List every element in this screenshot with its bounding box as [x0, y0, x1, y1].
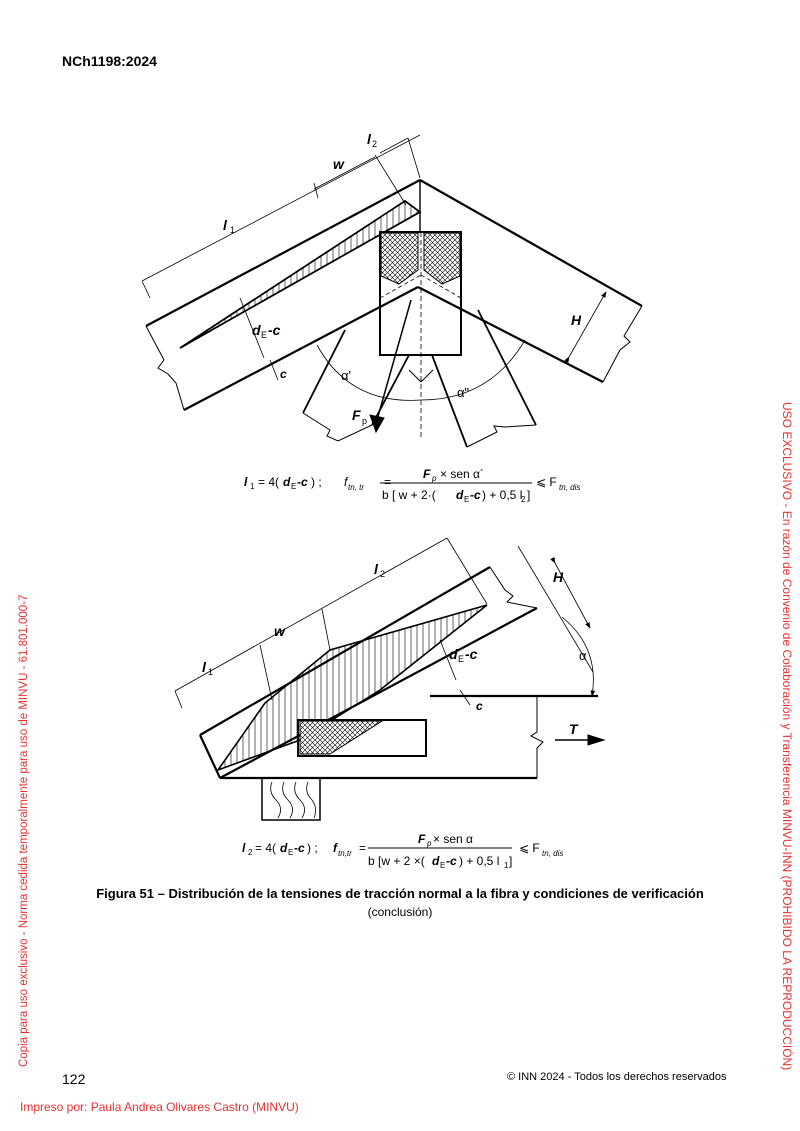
svg-text:α: α: [579, 648, 587, 663]
svg-text:tn, dis: tn, dis: [542, 849, 563, 858]
svg-text:⩽ F: ⩽ F: [536, 475, 557, 489]
svg-text:l: l: [244, 475, 248, 489]
svg-text:-c: -c: [294, 841, 305, 855]
svg-text:d: d: [252, 322, 261, 338]
printed-by-notice: Impreso por: Paula Andrea Olivares Castr…: [20, 1100, 299, 1114]
svg-text:E: E: [261, 330, 267, 340]
svg-text:× sen α: × sen α: [433, 832, 473, 846]
svg-text:F: F: [352, 407, 361, 423]
svg-text:d: d: [280, 841, 288, 855]
svg-text:2: 2: [380, 569, 385, 579]
standard-code-header: NCh1198:2024: [62, 53, 157, 69]
svg-text:2: 2: [248, 848, 253, 857]
svg-text:α": α": [457, 385, 470, 400]
svg-text:H: H: [571, 312, 582, 328]
svg-text:b [ w + 2·(: b [ w + 2·(: [382, 488, 436, 502]
svg-text:l: l: [202, 659, 207, 675]
svg-text:]: ]: [527, 488, 530, 502]
svg-text:F: F: [418, 832, 426, 846]
svg-text:E: E: [440, 861, 445, 870]
bottom-figure-labels: l 1 w l 2 H α d E -c c T: [202, 561, 587, 737]
svg-text:H: H: [553, 569, 564, 585]
svg-text:f: f: [344, 475, 349, 489]
svg-text:α': α': [341, 368, 351, 383]
svg-text:F: F: [423, 467, 431, 481]
svg-text:E: E: [464, 495, 469, 504]
svg-text:E: E: [458, 654, 464, 664]
svg-text:c: c: [280, 367, 287, 381]
svg-text:T: T: [569, 721, 579, 737]
top-formula: l 1 = 4( d E -c ) ; f tn, tr = F p × sen…: [244, 467, 580, 504]
top-figure-labels: l 1 w l 2 H d E -c c α' α" F p: [223, 131, 582, 426]
top-figure-geometry: [141, 134, 643, 448]
svg-text:E: E: [291, 482, 296, 491]
svg-text:tn, tr: tn, tr: [348, 483, 364, 492]
svg-text:= 4(: = 4(: [258, 475, 279, 489]
left-watermark: Copia para uso exclusivo - Norma cedida …: [18, 594, 30, 1067]
svg-text:1: 1: [250, 482, 255, 491]
bottom-figure-geometry: [174, 537, 606, 821]
svg-text:l: l: [242, 841, 246, 855]
svg-text:d: d: [432, 854, 440, 868]
svg-text:2: 2: [372, 139, 377, 149]
svg-text:p: p: [426, 839, 432, 848]
svg-text:p: p: [431, 474, 437, 483]
svg-text:l: l: [374, 561, 379, 577]
svg-text:= 4(: = 4(: [255, 841, 276, 855]
bottom-formula: l 2 = 4( d E -c ) ; f tn,tr = F p × sen …: [242, 832, 563, 870]
svg-text:-c: -c: [268, 322, 281, 338]
svg-text:1: 1: [208, 667, 213, 677]
svg-text:1: 1: [504, 861, 509, 870]
figure-caption-subtitle: (conclusión): [367, 905, 433, 919]
svg-text:d: d: [283, 475, 291, 489]
figure-caption: Figura 51 – Distribución de la tensiones…: [96, 886, 704, 901]
svg-text:=: =: [384, 475, 391, 489]
svg-text:) ;: ) ;: [307, 841, 318, 855]
page-number: 122: [62, 1071, 86, 1087]
svg-text:l: l: [223, 217, 228, 233]
svg-text:-c: -c: [465, 646, 478, 662]
svg-text:]: ]: [509, 854, 512, 868]
svg-text:c: c: [476, 699, 483, 713]
svg-text:w: w: [333, 156, 345, 172]
svg-text:) + 0,5 l: ) + 0,5 l: [482, 488, 522, 502]
svg-text:-c: -c: [470, 488, 481, 502]
right-watermark: USO EXCLUSIVO - En razón de Convenio de …: [780, 402, 794, 1071]
svg-text:=: =: [359, 841, 366, 855]
svg-text:f: f: [333, 841, 338, 855]
svg-text:⩽ F: ⩽ F: [519, 841, 540, 855]
svg-text:1: 1: [230, 225, 235, 235]
copyright-notice: © INN 2024 - Todos los derechos reservad…: [507, 1071, 727, 1083]
svg-text:d: d: [456, 488, 464, 502]
svg-text:) + 0,5 l: ) + 0,5 l: [459, 854, 499, 868]
svg-text:tn, dis: tn, dis: [559, 483, 580, 492]
svg-text:w: w: [274, 623, 286, 639]
svg-text:l: l: [367, 131, 372, 147]
svg-text:2: 2: [521, 495, 526, 504]
svg-text:b [w + 2 ×(: b [w + 2 ×(: [368, 854, 425, 868]
svg-text:tn,tr: tn,tr: [338, 849, 352, 858]
svg-text:p: p: [362, 416, 367, 426]
svg-text:× sen α´: × sen α´: [440, 467, 484, 481]
svg-text:-c: -c: [446, 854, 457, 868]
svg-text:) ;: ) ;: [311, 475, 322, 489]
svg-text:d: d: [449, 646, 458, 662]
svg-text:-c: -c: [297, 475, 308, 489]
svg-text:E: E: [288, 848, 293, 857]
